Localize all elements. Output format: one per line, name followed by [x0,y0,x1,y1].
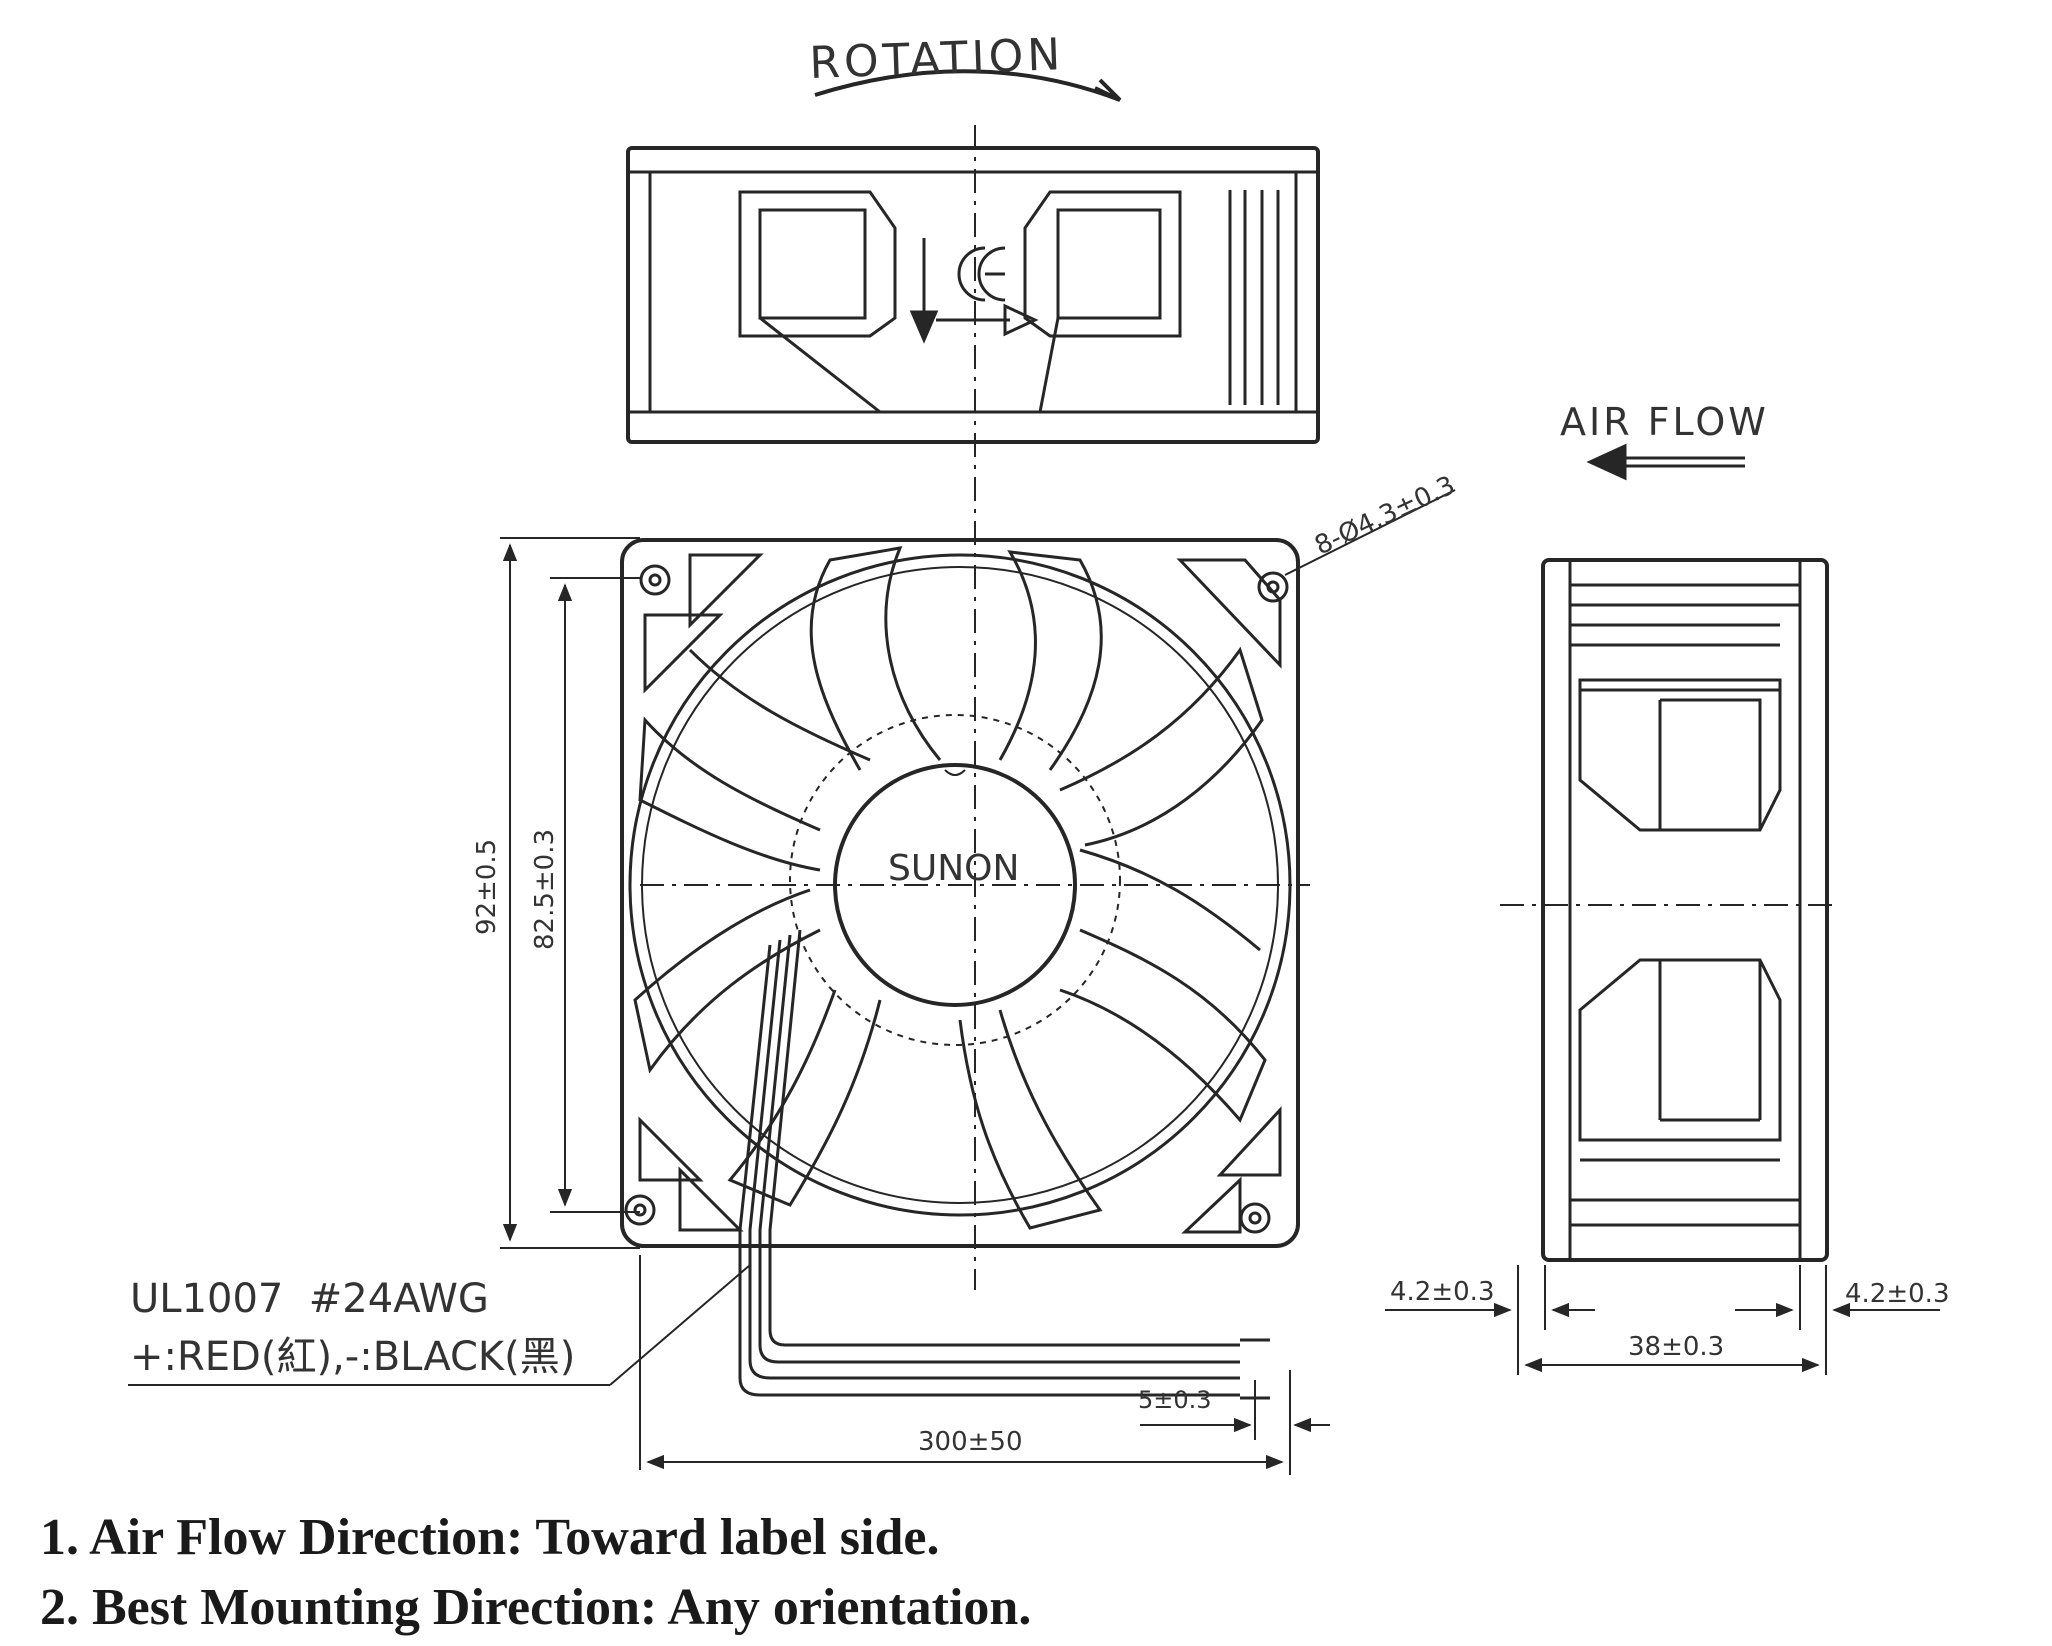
wire-spec-label: UL1007 #24AWG [130,1276,489,1322]
hole-spec-label: 8-Ø4.3±0.3 [1310,470,1459,561]
rotation-label: ROTATION [809,29,1065,89]
dim-hole-pitch-label: 82.5±0.3 [530,829,560,950]
mounting-holes [624,564,1289,1234]
rotation-arrow-arc [814,69,1121,102]
front-dimensions [128,489,1456,1475]
fan-blades [633,546,1267,1230]
dim-flange-right-label: 4.2±0.3 [1845,1279,1949,1309]
note-air-flow-direction: 1. Air Flow Direction: Toward label side… [40,1509,940,1566]
fan-frame [620,538,1300,1248]
dim-lead-length-label: 300±50 [918,1427,1023,1457]
dim-depth-label: 38±0.3 [1628,1332,1724,1362]
air-flow-arrow [1586,443,1745,481]
dim-height-label: 92±0.5 [472,839,502,935]
side-view [1500,558,1840,1262]
note-mounting-direction: 2. Best Mounting Direction: Any orientat… [40,1579,1032,1636]
dim-strip-label: 5±0.3 [1138,1386,1212,1414]
side-dimensions [1385,1265,1940,1375]
dim-flange-left-label: 4.2±0.3 [1390,1277,1494,1307]
front-view [620,538,1310,1248]
rotation-arrow-head [1094,78,1122,102]
side-view-frame [1541,558,1829,1262]
lead-wires [738,929,1270,1400]
top-view [626,69,1320,444]
top-view-frame [626,146,1320,444]
air-flow-label: AIR FLOW [1560,400,1769,444]
brand-label: SUNON [888,848,1019,889]
hub [789,714,1121,1046]
wire-colors-label: +:RED(紅),-:BLACK(黑) [130,1334,575,1380]
